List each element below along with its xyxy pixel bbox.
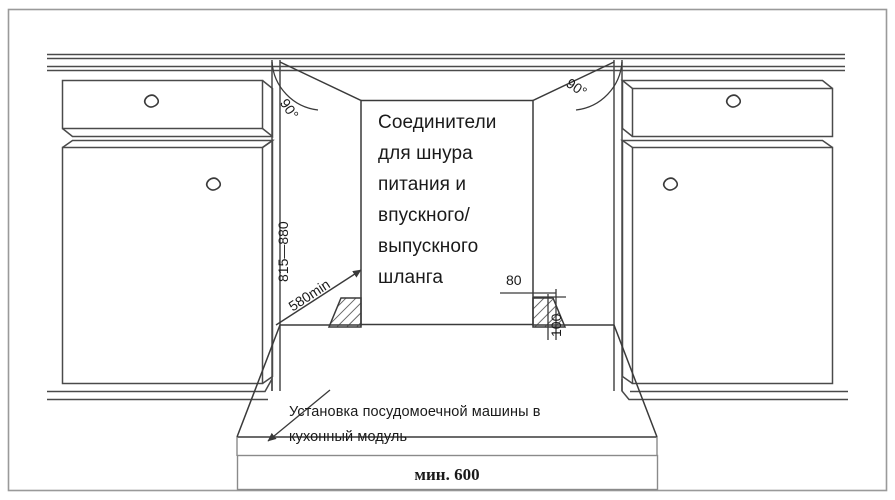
- installation-niche: [279, 61, 615, 326]
- center-note-line-1: Соединители: [378, 112, 497, 133]
- center-note-line-4: впускного/: [378, 205, 470, 226]
- caption-line-2: кухонный модуль: [289, 429, 408, 445]
- caption-leader-line: [267, 389, 331, 442]
- angle-arc-right: [575, 61, 623, 111]
- right-hose-block: [532, 297, 567, 328]
- center-note-line-6: шланга: [378, 267, 444, 288]
- angle-arc-left: [271, 61, 319, 111]
- left-cabinet-knobs: [143, 94, 222, 191]
- height-dimension-label: 815—880: [275, 221, 291, 282]
- left-cabinet: [47, 60, 281, 401]
- right-cabinet-knobs: [662, 94, 742, 191]
- outer-frame: [7, 8, 888, 492]
- offset-dimension-lines: [500, 289, 566, 340]
- center-note-line-3: питания и: [378, 174, 467, 195]
- offset-vertical-label: 100: [548, 313, 564, 337]
- countertop: [47, 53, 845, 72]
- center-note-line-5: выпускного: [378, 236, 479, 257]
- depth-dimension-line: [275, 269, 362, 326]
- width-dimension: [236, 437, 659, 491]
- left-hose-block: [327, 297, 362, 328]
- center-note-line-2: для шнура: [378, 143, 473, 164]
- offset-horizontal-label: 80: [506, 272, 522, 288]
- width-dimension-label: мин. 600: [414, 465, 480, 484]
- caption-line-1: Установка посудомоечной машины в: [289, 404, 541, 420]
- floor: [236, 324, 658, 438]
- right-cabinet: [613, 60, 848, 401]
